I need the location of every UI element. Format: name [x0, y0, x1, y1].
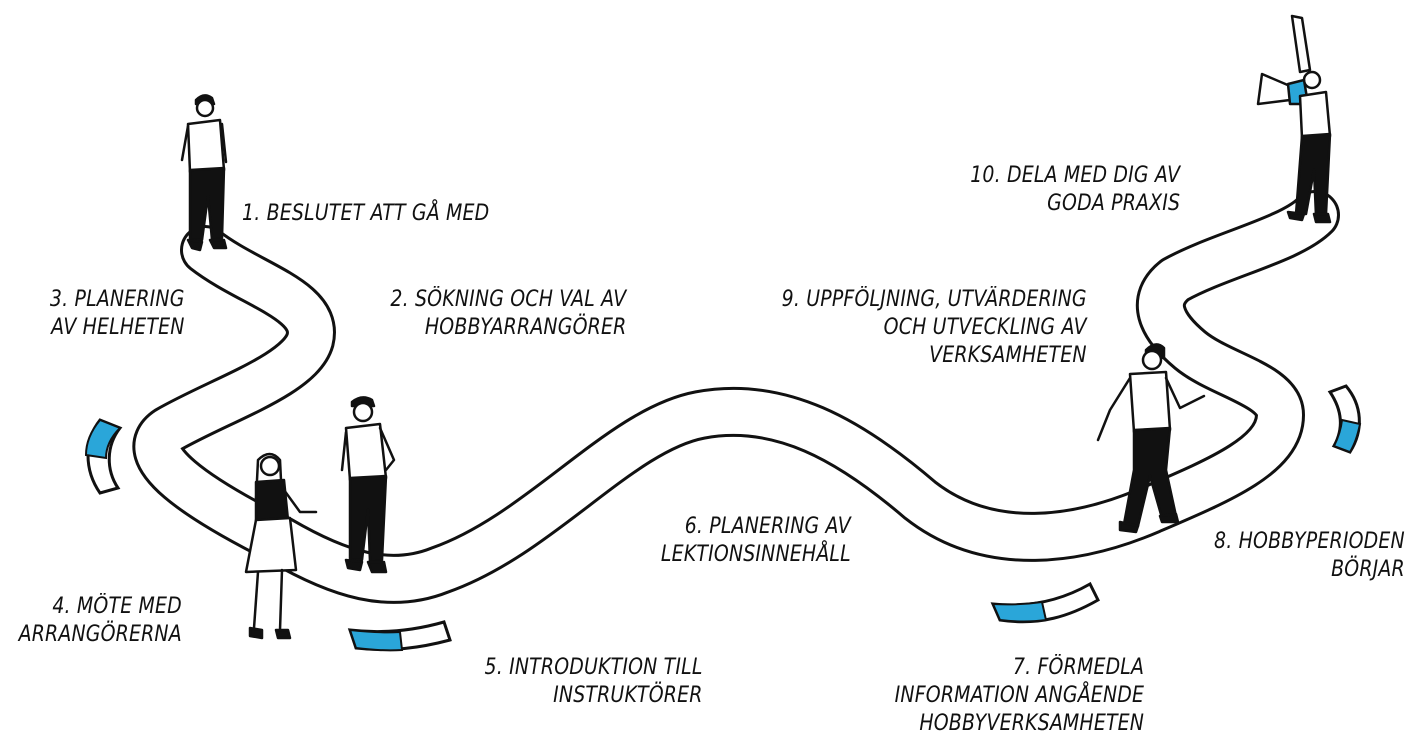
curved-arrow-marker: [86, 420, 120, 493]
step-9-label: 9. UPPFÖLJNING, UTVÄRDERING OCH UTVECKLI…: [782, 286, 1087, 370]
step-1-label: 1. BESLUTET ATT GÅ MED: [242, 200, 489, 228]
step-4-label: 4. MÖTE MED ARRANGÖRERNA: [19, 593, 182, 649]
step-10-label: 10. DELA MED DIG AV GODA PRAXIS: [970, 162, 1180, 218]
step-6-label: 6. PLANERING AV LEKTIONSINNEHÅLL: [661, 513, 851, 569]
person-standing-cap-icon: [182, 95, 226, 250]
curved-arrow-marker: [1330, 386, 1360, 452]
step-2-label: 2. SÖKNING OCH VAL AV HOBBYARRANGÖRER: [390, 286, 626, 342]
curved-arrow-marker: [350, 622, 450, 650]
step-8-label: 8. HOBBYPERIODEN BÖRJAR: [1214, 528, 1405, 584]
step-7-label: 7. FÖRMEDLA INFORMATION ANGÅENDE HOBBYVE…: [894, 654, 1144, 738]
person-standing-cap-hands-in-pockets-icon: [342, 397, 394, 572]
curved-arrow-marker: [993, 584, 1098, 622]
person-megaphone-pointing-up-icon: [1258, 16, 1330, 222]
step-5-label: 5. INTRODUKTION TILL INSTRUKTÖRER: [485, 654, 703, 710]
step-3-label: 3. PLANERING AV HELHETEN: [50, 286, 185, 342]
